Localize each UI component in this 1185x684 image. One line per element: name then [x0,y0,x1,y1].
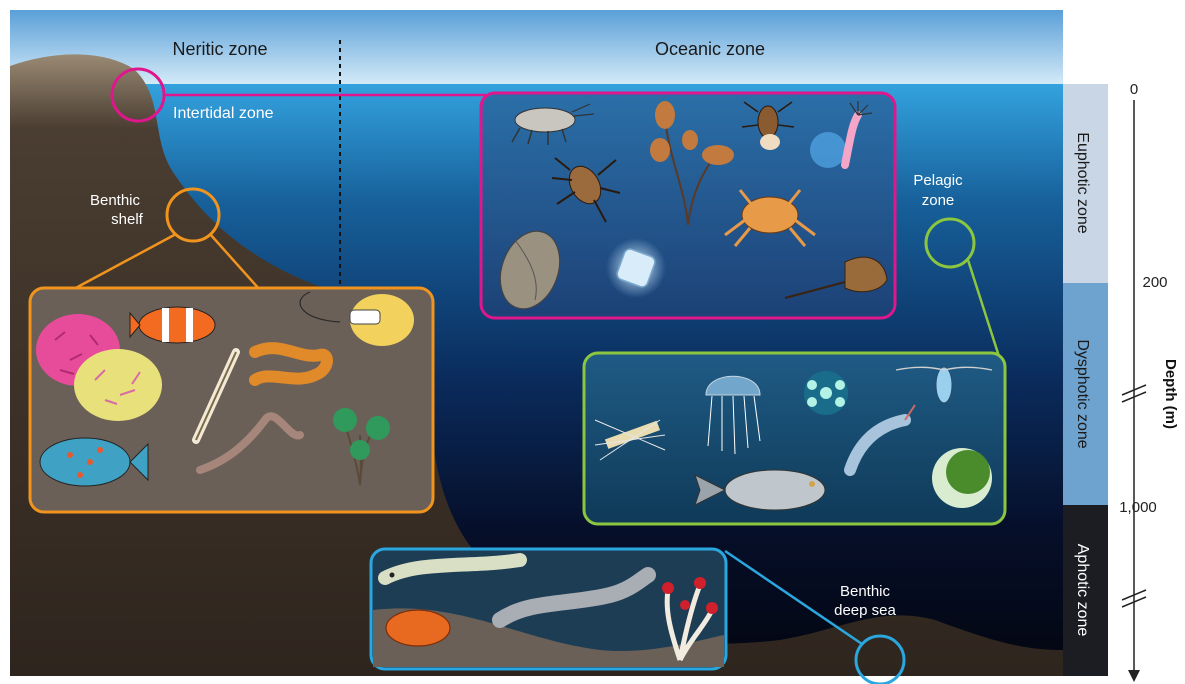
yellow-coral-icon [74,349,162,421]
benthic-shelf-label-line2: shelf [111,211,144,228]
dysphotic-zone-label: Dysphotic zone [1074,339,1091,448]
clam-icon [386,610,450,646]
intertidal-zone-label: Intertidal zone [173,105,274,122]
radiolarian-icon [804,371,848,415]
benthic-deep-label-line2: deep sea [834,602,896,619]
oceanic-zone-label: Oceanic zone [655,39,765,59]
aphotic-zone-label: Aphotic zone [1074,544,1091,637]
foraminifera-icon [932,448,992,508]
depth-axis-title: Depth (m) [1162,359,1179,429]
axis-arrow-icon [1128,670,1140,682]
depth-axis: 0 200 1,000 Depth (m) [1119,81,1179,682]
benthic-deep-panel [371,549,726,669]
benthic-shelf-label-line1: Benthic [90,192,141,209]
depth-tick-200: 200 [1142,274,1167,291]
diatom-icon [606,238,666,298]
neritic-zone-label: Neritic zone [172,39,267,59]
depth-tick-0: 0 [1130,81,1138,98]
depth-tick-1000: 1,000 [1119,499,1157,516]
pelagic-label-line1: Pelagic [913,172,963,189]
sky [10,10,1063,86]
intertidal-panel [481,93,895,318]
pelagic-panel [584,353,1005,524]
benthic-deep-label-line1: Benthic [840,583,891,600]
benthic-shelf-panel [30,288,433,512]
euphotic-zone-label: Euphotic zone [1074,132,1091,234]
pelagic-label-line2: zone [922,192,955,209]
